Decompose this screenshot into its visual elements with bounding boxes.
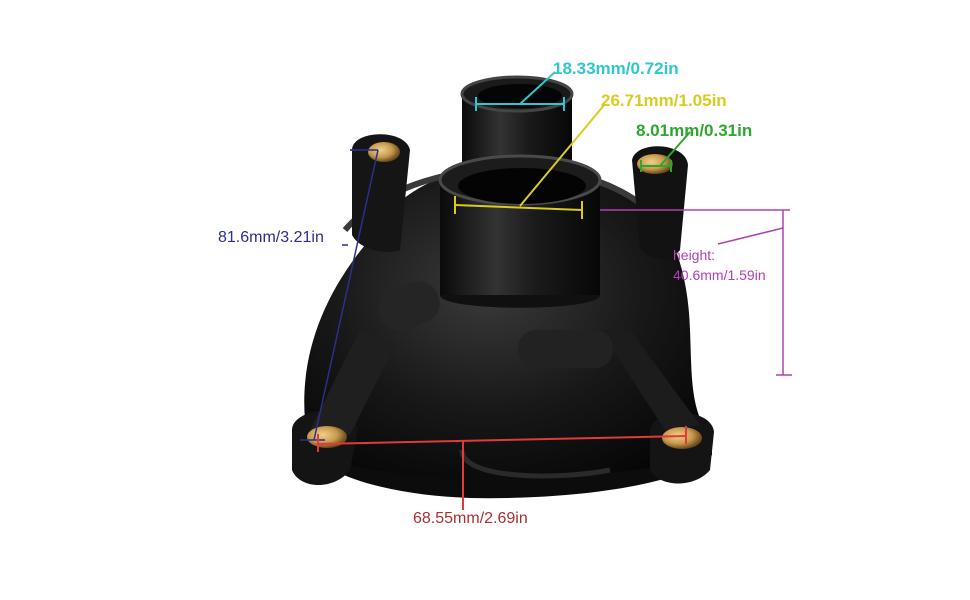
ear-top-left	[352, 134, 410, 252]
ear-top-right	[632, 146, 688, 259]
label-bolt-hole: 8.01mm/0.31in	[636, 121, 753, 140]
measure-width	[317, 426, 687, 510]
measure-large-bore	[454, 103, 606, 219]
label-height-title: height:	[673, 247, 716, 263]
flange-groove	[459, 449, 611, 479]
boss-right	[518, 330, 613, 368]
measure-bolt-hole	[640, 131, 691, 172]
measure-diagonal	[300, 149, 379, 441]
rib-right	[600, 330, 700, 430]
label-height-value: 40.6mm/1.59in	[673, 267, 766, 283]
rib-left	[310, 330, 395, 435]
tube-large-bottom	[440, 295, 600, 308]
measure-height	[600, 209, 792, 376]
label-width: 68.55mm/2.69in	[413, 510, 528, 527]
brass-insert-top-right	[637, 154, 673, 174]
label-large-bore: 26.71mm/1.05in	[601, 91, 727, 110]
brass-insert-top-left	[368, 142, 400, 162]
tube-small-bore	[478, 84, 562, 108]
tube-large-bore	[458, 168, 586, 204]
measure-small-bore	[475, 71, 565, 111]
boss-left	[378, 281, 440, 331]
label-small-bore: 18.33mm/0.72in	[553, 59, 679, 78]
housing-dome	[304, 164, 712, 479]
label-diagonal: 81.6mm/3.21in	[218, 229, 324, 246]
water-pump-housing	[292, 75, 714, 499]
brass-insert-bottom-right	[662, 427, 702, 449]
